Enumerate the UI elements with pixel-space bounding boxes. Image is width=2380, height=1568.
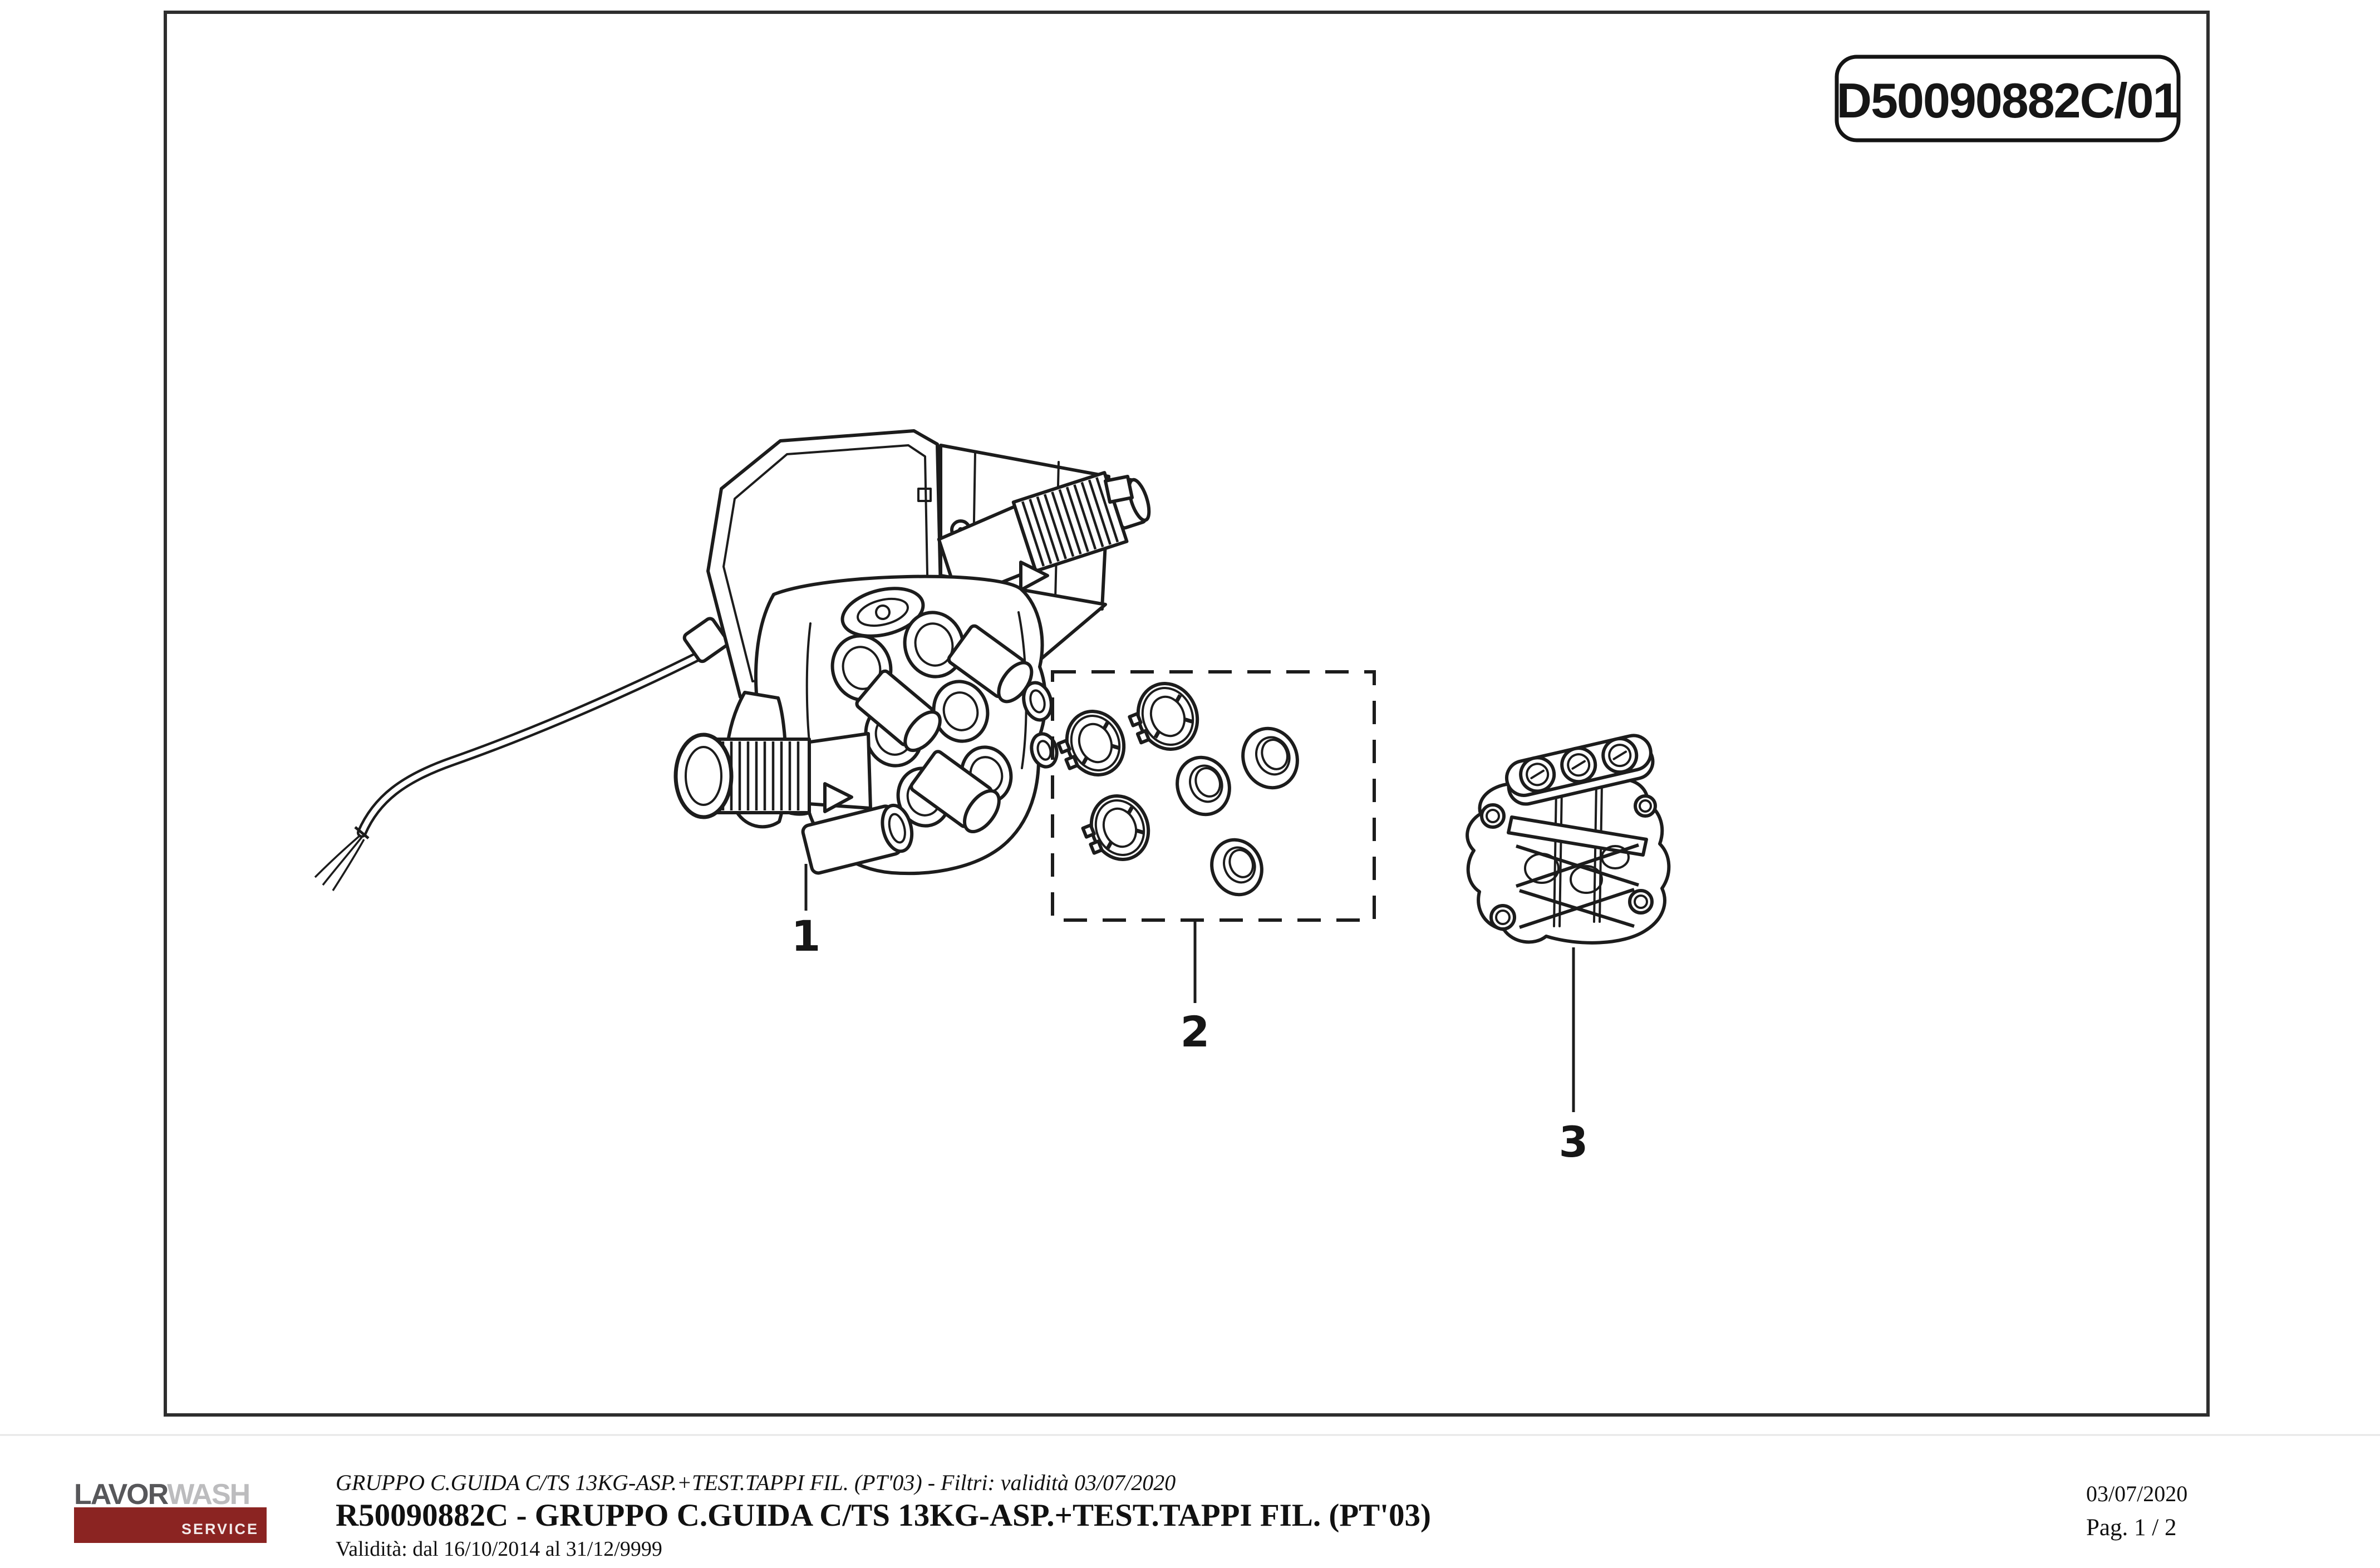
lock-ring bbox=[1128, 682, 1199, 751]
bottom-port bbox=[801, 803, 914, 875]
valve-head-drawing: 3 bbox=[1466, 734, 1671, 1167]
logo-brand-light: WASH bbox=[167, 1478, 250, 1511]
callout-3-label: 3 bbox=[1559, 1117, 1589, 1167]
drawing-code-box: D50090882C/01 bbox=[1835, 55, 2181, 142]
seal-washer bbox=[1241, 726, 1299, 790]
lock-ring bbox=[1056, 710, 1126, 776]
pump-assembly-drawing: 1 bbox=[314, 429, 1151, 961]
inlet-port bbox=[673, 732, 872, 819]
cable-gland bbox=[682, 617, 730, 663]
logo-wordmark: LAVORWASH bbox=[74, 1480, 267, 1509]
footer-meta-block: 03/07/2020 Pag. 1 / 2 bbox=[2086, 1482, 2320, 1541]
footer-validity-line: Validità: dal 16/10/2014 al 31/12/9999 bbox=[336, 1537, 662, 1561]
callout-1-label: 1 bbox=[791, 911, 821, 961]
connector-nut bbox=[1104, 475, 1134, 504]
lavorwash-logo: LAVORWASH SERVICE bbox=[74, 1480, 267, 1543]
logo-service-label: SERVICE bbox=[181, 1521, 259, 1537]
footer-text-block: GRUPPO C.GUIDA C/TS 13KG-ASP.+TEST.TAPPI… bbox=[336, 1471, 1783, 1561]
callout-2-label: 2 bbox=[1181, 1007, 1210, 1056]
flow-arrow-outlet bbox=[1019, 561, 1049, 592]
seal-washer bbox=[1176, 755, 1231, 817]
seal-washer bbox=[1210, 838, 1263, 897]
footer-filter-line: GRUPPO C.GUIDA C/TS 13KG-ASP.+TEST.TAPPI… bbox=[336, 1470, 1176, 1495]
logo-brand-bold: LAVOR bbox=[74, 1478, 168, 1511]
logo-service-bar: SERVICE bbox=[74, 1507, 267, 1543]
seal-kit-dashed-box bbox=[1051, 670, 1376, 922]
footer-date: 03/07/2020 bbox=[2086, 1481, 2188, 1506]
drawing-code: D50090882C/01 bbox=[1837, 73, 2179, 128]
flow-arrow-inlet bbox=[823, 782, 853, 813]
cable-drawing bbox=[314, 641, 724, 891]
footer-page-indicator: Pag. 1 / 2 bbox=[2086, 1515, 2177, 1541]
valve-head-cap-plate bbox=[1505, 734, 1655, 806]
seal-kit-drawing: 2 bbox=[1051, 670, 1376, 1056]
footer-title-line: R50090882C - GRUPPO C.GUIDA C/TS 13KG-AS… bbox=[336, 1498, 1431, 1533]
lock-ring bbox=[1081, 794, 1150, 861]
